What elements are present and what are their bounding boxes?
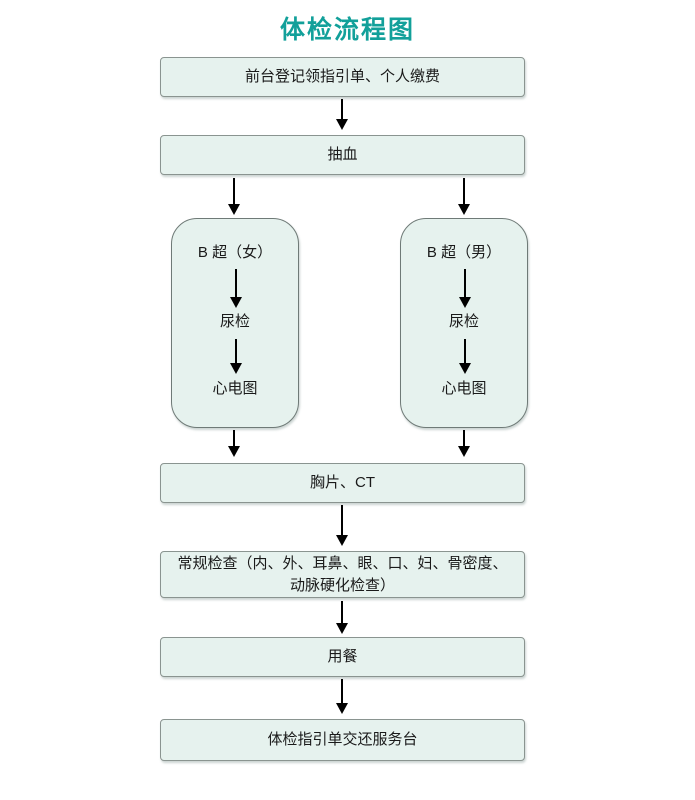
node-return-form: 体检指引单交还服务台 xyxy=(160,719,525,761)
arrow-routine-to-meal xyxy=(341,601,343,624)
arrow-down xyxy=(464,269,466,298)
arrow-down xyxy=(235,269,237,298)
node-blood-draw: 抽血 xyxy=(160,135,525,175)
node-ecg-male: 心电图 xyxy=(441,380,487,397)
node-routine-exam: 常规检查（内、外、耳鼻、眼、口、妇、骨密度、动脉硬化检查） xyxy=(160,551,525,598)
arrow-blood-to-male-branch xyxy=(463,178,465,205)
branch-female: B 超（女） 尿检 心电图 xyxy=(171,218,299,428)
node-chest-ct: 胸片、CT xyxy=(160,463,525,503)
node-register: 前台登记领指引单、个人缴费 xyxy=(160,57,525,97)
page-title: 体检流程图 xyxy=(279,16,415,44)
branch-female-title: B 超（女） xyxy=(197,244,273,261)
arrow-down xyxy=(464,339,466,364)
node-urine-test-female: 尿检 xyxy=(219,313,250,330)
branch-male: B 超（男） 尿检 心电图 xyxy=(400,218,528,428)
arrow-male-branch-to-chest xyxy=(463,430,465,447)
node-urine-test-male: 尿检 xyxy=(448,313,479,330)
arrow-register-to-blood xyxy=(341,99,343,120)
node-ecg-female: 心电图 xyxy=(212,380,258,397)
arrow-meal-to-return xyxy=(341,679,343,704)
arrow-down xyxy=(235,339,237,364)
arrow-female-branch-to-chest xyxy=(233,430,235,447)
node-meal: 用餐 xyxy=(160,637,525,677)
branch-male-title: B 超（男） xyxy=(426,244,502,261)
arrow-chest-to-routine xyxy=(341,505,343,536)
arrow-blood-to-female-branch xyxy=(233,178,235,205)
